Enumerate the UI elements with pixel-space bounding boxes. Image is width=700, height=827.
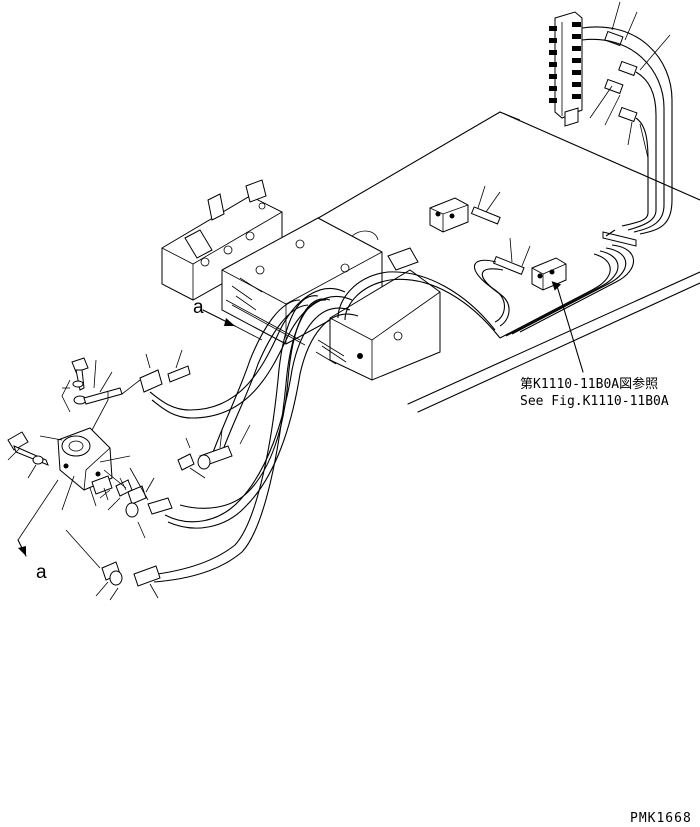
pump-leaders — [17, 392, 131, 541]
pilot-hoses-right — [499, 26, 673, 339]
bolt-upper-left — [61, 357, 89, 413]
reference-text-jp: 第K1110-11B0A図参照 — [520, 376, 658, 392]
main-hoses — [149, 271, 501, 583]
valve-ports — [549, 22, 581, 103]
floor-valve-left — [429, 185, 501, 233]
floor-valve-right — [473, 237, 567, 327]
view-label-a-bottom: a — [36, 562, 47, 583]
view-arrow-bottom: a — [17, 539, 47, 583]
pilot-pump — [57, 427, 113, 495]
control-valve-block — [549, 1, 671, 159]
floor-plate — [254, 111, 700, 413]
drawing-code: PMK1668 — [630, 811, 692, 826]
view-label-a-top: a — [193, 297, 204, 318]
view-arrow-top: a — [193, 297, 263, 341]
bolt-washer-left — [7, 431, 63, 479]
valve-fittings — [604, 30, 638, 123]
reference-text-en: See Fig.K1110-11B0A — [520, 394, 669, 409]
boom-bracket — [315, 247, 441, 381]
reference-callout: 第K1110-11B0A図参照 See Fig.K1110-11B0A — [520, 281, 669, 409]
fittings-left — [65, 349, 251, 601]
